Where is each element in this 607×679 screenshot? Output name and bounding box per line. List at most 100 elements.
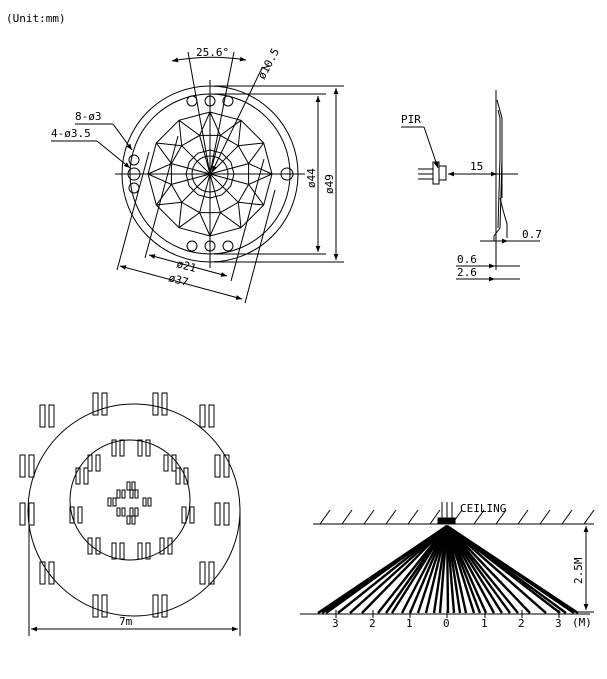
zone-segment xyxy=(134,489,139,499)
facet-spoke xyxy=(248,163,273,175)
detection-zone: 7m xyxy=(19,392,241,636)
zone-outer-circle xyxy=(27,403,241,617)
zone-segment xyxy=(95,454,101,472)
zone-segment xyxy=(87,537,93,555)
axis-tick-label: 2 xyxy=(518,617,525,630)
angle-label: 25.6° xyxy=(196,46,229,59)
dim-37-ext-left xyxy=(116,151,150,271)
zone-segment xyxy=(75,467,81,485)
lens-top-view: 25.6° ø10.5 8-ø3 4-ø3.5 ø44 ø49 ø21 ø37 xyxy=(51,46,344,304)
zone-segment xyxy=(214,454,221,478)
detection-beam xyxy=(361,525,448,614)
hole-dia-label: ø10.5 xyxy=(255,46,282,81)
dim-37-label: ø37 xyxy=(167,271,190,289)
facet-spoke xyxy=(178,119,200,136)
facet-ray xyxy=(171,163,211,175)
zone-segment xyxy=(171,454,177,472)
ceiling-label: CEILING xyxy=(460,502,506,515)
dim-15-label: 15 xyxy=(470,160,483,173)
detection-beam xyxy=(424,525,449,614)
zone-segment xyxy=(48,561,55,585)
detection-beams xyxy=(317,525,579,614)
zone-segment xyxy=(92,594,99,618)
hole-dia-leader xyxy=(211,67,263,173)
dim-37-ext-right xyxy=(244,189,276,304)
mount-hole-leader xyxy=(96,140,131,169)
angle-leg-right xyxy=(209,51,235,175)
zone-segment xyxy=(189,506,195,524)
lens-profile-lower xyxy=(499,197,508,238)
small-hole xyxy=(222,95,234,107)
lens-profile-outer xyxy=(493,99,503,241)
facet-spoke xyxy=(248,142,265,164)
hatch-mark xyxy=(429,509,441,525)
pir-window xyxy=(438,165,447,181)
zone-segment xyxy=(199,561,206,585)
detection-beam xyxy=(408,525,449,614)
axis-tick-label: 1 xyxy=(406,617,413,630)
detection-beam xyxy=(446,525,531,614)
axis-tick-label: 0 xyxy=(443,617,450,630)
facet-spoke xyxy=(178,202,183,228)
unit-note: (Unit:mm) xyxy=(6,12,66,25)
zone-segment xyxy=(121,507,126,517)
hatch-mark xyxy=(517,509,529,525)
facet-ray xyxy=(209,163,249,175)
facet-ray xyxy=(209,173,249,185)
hatch-mark xyxy=(363,509,375,525)
zone-segment xyxy=(121,489,126,499)
hole-dia-leader-tail xyxy=(261,65,271,69)
zone-segment xyxy=(101,594,108,618)
small-hole xyxy=(186,95,198,107)
detection-beam xyxy=(446,525,519,614)
small-hole xyxy=(128,182,140,194)
zone-segment xyxy=(214,502,221,526)
zone-segment xyxy=(161,594,168,618)
hatch-mark xyxy=(385,509,397,525)
lens-side-view: PIR 15 0.7 0.6 2.6 xyxy=(401,90,542,282)
facet-spoke xyxy=(155,184,172,206)
facet-spoke xyxy=(220,212,242,229)
zone-segment xyxy=(175,467,181,485)
hatch-mark xyxy=(583,509,595,525)
small-hole-label: 8-ø3 xyxy=(75,110,102,123)
facet-spoke xyxy=(147,173,172,185)
facet-spoke xyxy=(237,202,242,228)
zone-segment xyxy=(159,537,165,555)
zone-segment xyxy=(163,454,169,472)
zone-segment xyxy=(69,506,75,524)
zone-segment xyxy=(28,502,35,526)
zone-segment xyxy=(111,439,117,457)
detection-beam xyxy=(325,525,448,614)
facet-spoke xyxy=(156,142,182,147)
facet-spoke xyxy=(156,201,182,206)
zone-segment xyxy=(199,404,206,428)
zone-segment xyxy=(223,502,230,526)
dim-21-ext-right xyxy=(230,158,265,282)
zone-segment xyxy=(92,392,99,416)
pir-label: PIR xyxy=(401,113,421,126)
hatch-mark xyxy=(341,509,353,525)
zone-segment xyxy=(208,404,215,428)
facet-spoke xyxy=(178,212,200,229)
dim-06-label: 0.6 xyxy=(457,253,477,266)
facet-spoke xyxy=(209,212,221,237)
small-hole xyxy=(186,240,198,252)
axis-tick-label: 2 xyxy=(369,617,376,630)
zone-segment xyxy=(131,515,136,525)
zone-segment xyxy=(145,542,151,560)
zone-segment xyxy=(87,454,93,472)
zone-segment xyxy=(101,392,108,416)
detection-beam xyxy=(446,525,547,614)
detection-beam xyxy=(445,525,468,614)
zone-segment xyxy=(152,594,159,618)
facet-spoke xyxy=(220,119,242,136)
axis-tick-label: 3 xyxy=(332,617,339,630)
dim-49-label: ø49 xyxy=(323,174,336,194)
lens-profile-inner xyxy=(497,109,501,229)
zone-segment xyxy=(111,542,117,560)
detection-beam xyxy=(390,525,449,614)
zone-segment xyxy=(119,439,125,457)
